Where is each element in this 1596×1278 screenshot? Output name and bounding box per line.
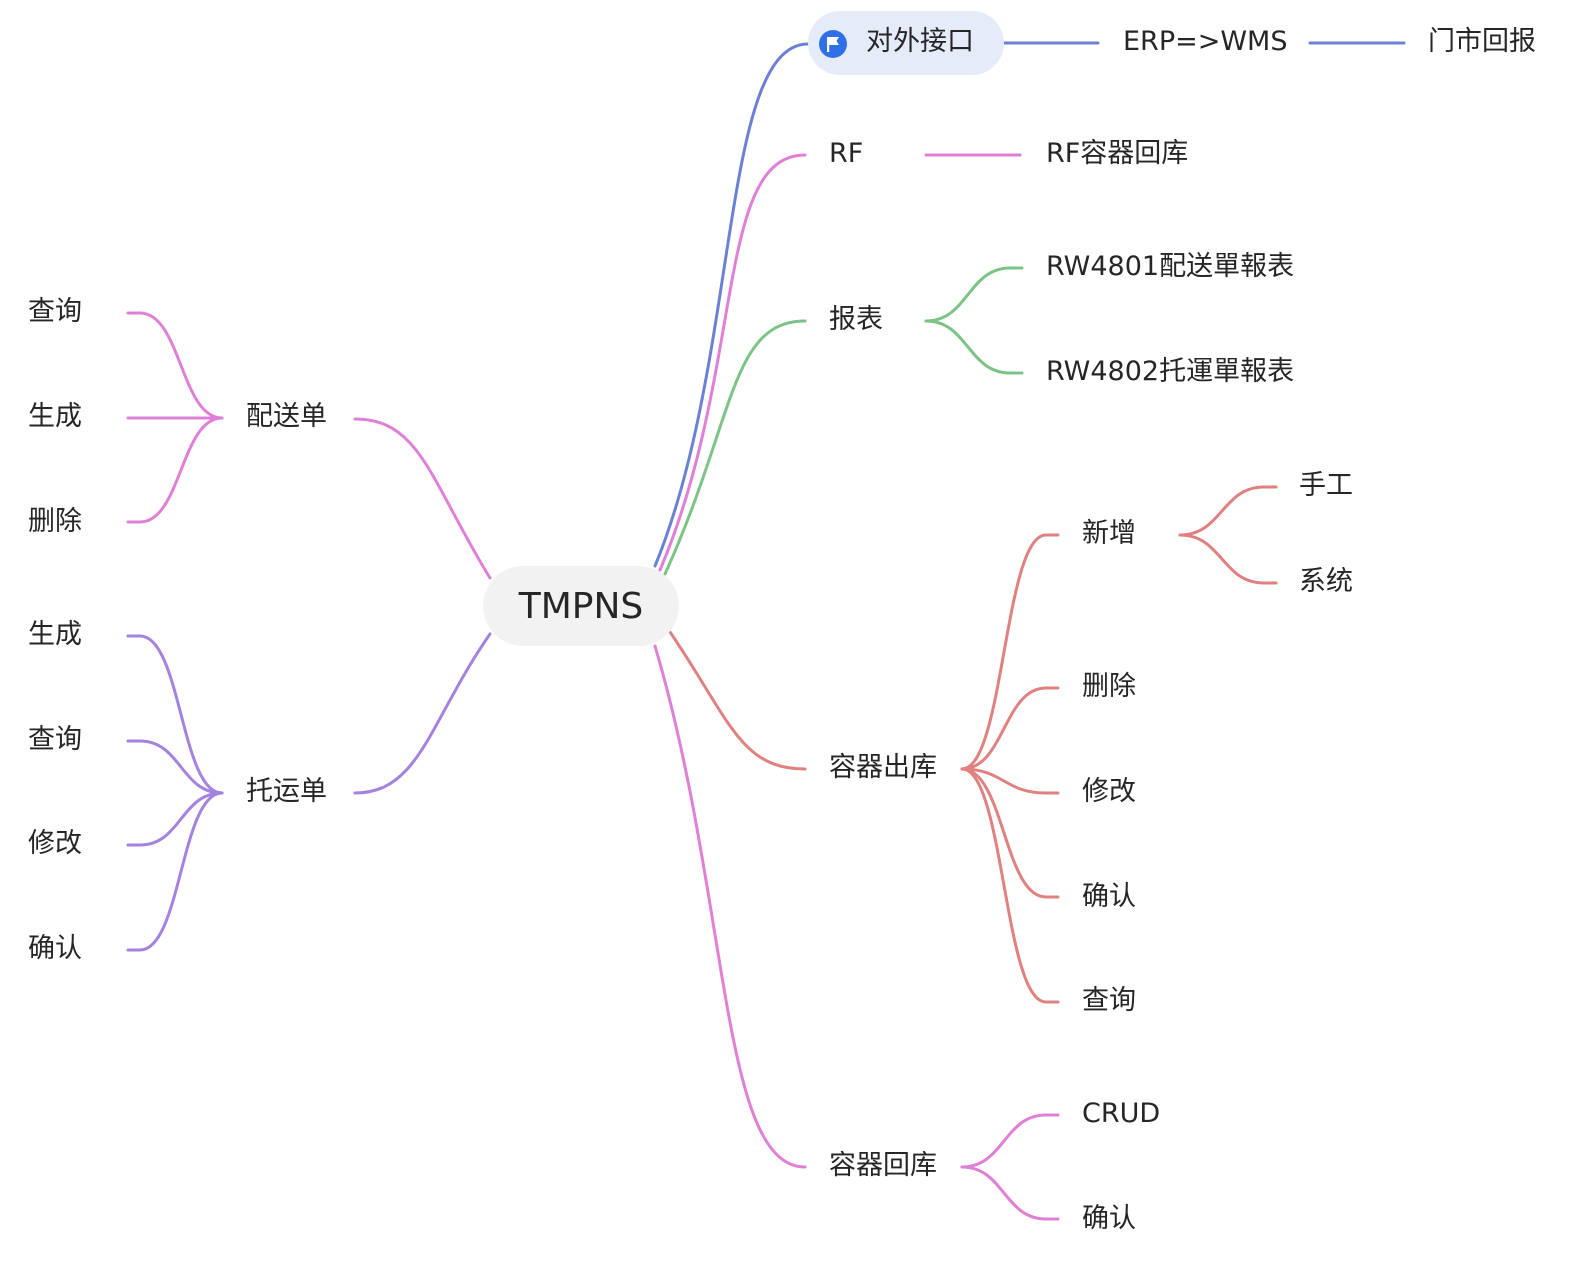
consign-confirm-node[interactable]: 确认 bbox=[28, 933, 82, 964]
container-out-add-node[interactable]: 新增 bbox=[1082, 518, 1136, 549]
container-out-confirm-node[interactable]: 确认 bbox=[1082, 881, 1136, 912]
container-return-crud-node[interactable]: CRUD bbox=[1082, 1098, 1161, 1129]
consign-modify-node[interactable]: 修改 bbox=[28, 828, 82, 859]
connector-root-interface bbox=[653, 42, 810, 568]
connector-return-crud bbox=[960, 1113, 1060, 1169]
connector-delivery-child-2 bbox=[126, 416, 224, 524]
delivery-note-node[interactable]: 配送单 bbox=[246, 401, 327, 432]
report-rw4801-node[interactable]: RW4801配送單報表 bbox=[1046, 251, 1295, 282]
connector-report-rw4801 bbox=[924, 266, 1024, 323]
connector-root-consign bbox=[353, 632, 492, 795]
connector-container-out-child-4 bbox=[960, 767, 1060, 1004]
flag-icon bbox=[819, 30, 847, 58]
rf-container-return-node[interactable]: RF容器回库 bbox=[1046, 138, 1189, 169]
connector-container-out-child-2 bbox=[960, 767, 1060, 795]
connector-add-system bbox=[1178, 533, 1278, 585]
root-node[interactable]: TMPNS bbox=[483, 566, 679, 646]
connector-container-out-child-1 bbox=[960, 686, 1060, 771]
connector-consign-child-2 bbox=[126, 791, 224, 847]
rf-node[interactable]: RF bbox=[829, 138, 864, 169]
consign-generate-node[interactable]: 生成 bbox=[28, 619, 82, 650]
container-return-node[interactable]: 容器回库 bbox=[829, 1150, 937, 1181]
connector-root-container-return bbox=[653, 644, 807, 1169]
delivery-query-node[interactable]: 查询 bbox=[28, 296, 82, 327]
connector-consign-child-0 bbox=[126, 634, 224, 795]
consign-query-node[interactable]: 查询 bbox=[28, 724, 82, 755]
connector-delivery-child-0 bbox=[126, 311, 224, 420]
connector-consign-child-3 bbox=[126, 791, 224, 952]
delivery-generate-node[interactable]: 生成 bbox=[28, 401, 82, 432]
connector-consign-child-1 bbox=[126, 739, 224, 795]
erp-wms-node[interactable]: ERP=>WMS bbox=[1123, 26, 1288, 57]
interface-node[interactable]: 对外接口 bbox=[866, 26, 974, 57]
add-manual-node[interactable]: 手工 bbox=[1299, 470, 1353, 501]
store-report-node[interactable]: 门市回报 bbox=[1428, 26, 1536, 57]
connector-root-container-out bbox=[668, 630, 807, 771]
connector-container-out-child-0 bbox=[960, 533, 1060, 771]
consignment-node[interactable]: 托运单 bbox=[246, 776, 327, 807]
connector-root-delivery bbox=[353, 417, 492, 580]
connector-return-confirm bbox=[960, 1165, 1060, 1221]
container-out-node[interactable]: 容器出库 bbox=[829, 752, 937, 783]
container-out-delete-node[interactable]: 删除 bbox=[1082, 671, 1136, 702]
container-out-modify-node[interactable]: 修改 bbox=[1082, 776, 1136, 807]
connector-add-manual bbox=[1178, 485, 1278, 537]
connector-root-rf bbox=[658, 153, 807, 572]
add-system-node[interactable]: 系统 bbox=[1299, 566, 1353, 597]
connector-root-report bbox=[663, 319, 807, 576]
container-return-confirm-node[interactable]: 确认 bbox=[1082, 1203, 1136, 1234]
connector-report-rw4802 bbox=[924, 319, 1024, 375]
report-node[interactable]: 报表 bbox=[829, 304, 883, 335]
delivery-delete-node[interactable]: 删除 bbox=[28, 506, 82, 537]
container-out-query-node[interactable]: 查询 bbox=[1082, 985, 1136, 1016]
connector-container-out-child-3 bbox=[960, 767, 1060, 899]
report-rw4802-node[interactable]: RW4802托運單報表 bbox=[1046, 356, 1295, 387]
